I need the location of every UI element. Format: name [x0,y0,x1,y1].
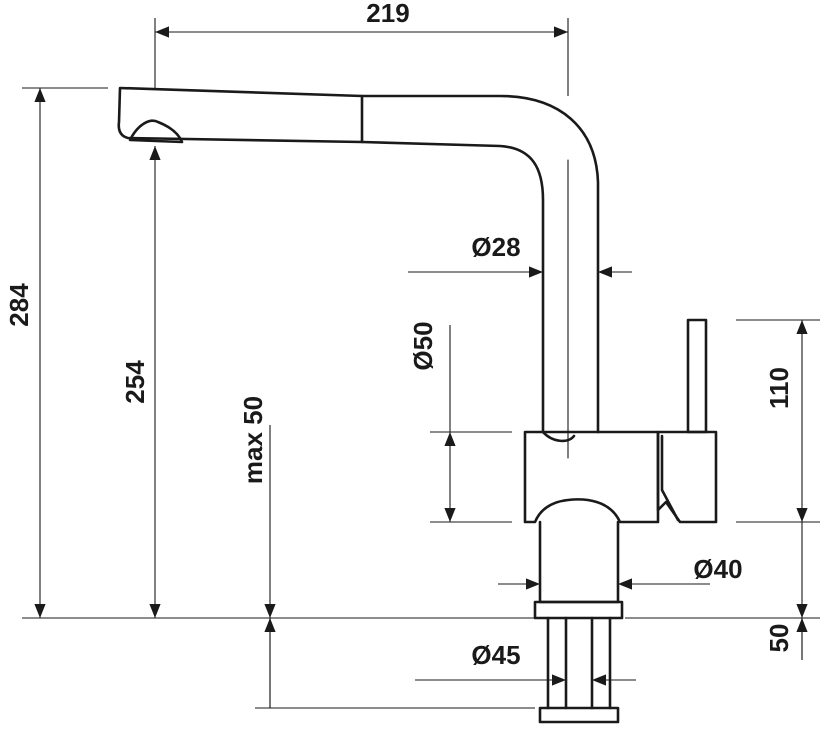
base-ring [533,600,624,620]
dim-label-base-height: 50 [764,624,794,653]
neck [538,520,620,604]
dimension-counter-max: max 50 [238,396,276,708]
dimension-diameter-base: Ø40 [498,554,743,590]
dim-label-lever-height: 110 [764,367,794,409]
dimension-height-spout: 254 [120,146,161,618]
spout-arm-inner [360,140,545,434]
dimension-width: 219 [155,0,568,38]
lever-handle [686,318,708,434]
dimension-diameter-body: Ø50 [408,321,456,522]
stud-right [590,616,612,710]
dimension-lever-height: 110 [764,320,808,522]
dim-label-diameter-base: Ø40 [693,554,742,584]
valve-body [523,430,660,524]
body-curve [541,430,576,443]
stud-left [546,616,568,710]
dim-label-width: 219 [366,0,409,28]
spout-head [117,86,364,144]
spout-arm [360,94,600,434]
dim-label-height-spout: 254 [120,360,150,404]
lever-cam [660,434,680,522]
aerator [128,119,184,144]
faucet-outline [117,86,718,724]
dim-label-height-total: 284 [4,283,34,327]
stud-nuts [538,706,620,724]
dimension-base-height: 50 [764,522,808,660]
dim-label-diameter-body: Ø50 [408,321,438,370]
lever-block [656,430,718,524]
dimension-height-total: 284 [4,88,46,618]
dimension-diameter-hole: Ø45 [415,640,636,686]
dim-label-counter-max: max 50 [238,396,268,484]
dimension-diameter-spout: Ø28 [408,232,632,278]
dim-label-diameter-spout: Ø28 [471,232,520,262]
dim-label-diameter-hole: Ø45 [471,640,520,670]
